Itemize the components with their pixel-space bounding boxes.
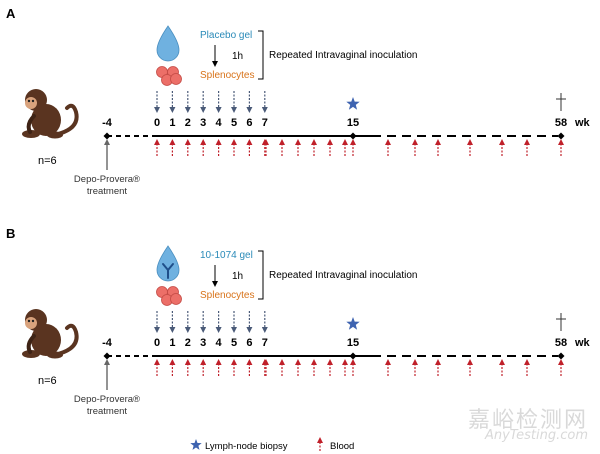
day-label: 3 — [200, 337, 206, 349]
cell — [170, 73, 182, 85]
day-label: 0 — [154, 337, 160, 349]
monkey-body — [31, 104, 61, 136]
biopsy-day-label: 15 — [347, 117, 359, 129]
cells-label: Splenocytes — [200, 290, 254, 301]
monkey-face — [25, 317, 37, 329]
day-label: 4 — [216, 337, 223, 349]
monkey-body — [31, 324, 61, 356]
monkey-arm — [26, 114, 36, 134]
endpoint-cross-icon — [556, 93, 566, 111]
monkey-foot — [22, 130, 40, 138]
panel-letter: A — [6, 6, 16, 21]
start-day-label: -4 — [102, 337, 113, 349]
timeline-marker — [557, 352, 565, 360]
lymph-node-biopsy-star — [346, 317, 360, 330]
end-day-label: 58 — [555, 117, 567, 129]
monkey-foot — [47, 131, 63, 139]
unit-label: wk — [574, 117, 591, 129]
pretreatment-label: treatment — [87, 406, 127, 417]
gel-drop-icon — [156, 25, 180, 62]
monkey-eye — [27, 99, 31, 103]
day-label: 4 — [216, 117, 223, 129]
day-label: 1 — [169, 337, 175, 349]
end-day-label: 58 — [555, 337, 567, 349]
day-label: 6 — [246, 337, 252, 349]
monkey-eye — [27, 319, 31, 323]
pretreatment-label: Depo-Provera® — [74, 174, 140, 185]
cells-label: Splenocytes — [200, 70, 254, 81]
start-day-label: -4 — [102, 117, 113, 129]
day-label: 0 — [154, 117, 160, 129]
monkey-face — [25, 97, 37, 109]
day-label: 5 — [231, 337, 237, 349]
timeline-marker — [349, 352, 357, 360]
interval-label: 1h — [232, 51, 243, 62]
endpoint-cross-icon — [556, 313, 566, 331]
cell — [170, 293, 182, 305]
panel-letter: B — [6, 226, 15, 241]
unit-label: wk — [574, 337, 591, 349]
antibody-icon — [162, 263, 174, 279]
day-label: 2 — [185, 337, 191, 349]
gel-label: Placebo gel — [200, 30, 252, 41]
timeline-marker — [557, 132, 565, 140]
watermark-brand: 嘉峪检测网 — [467, 408, 588, 433]
pretreatment-label: treatment — [87, 186, 127, 197]
splenocytes-icon — [156, 66, 182, 86]
monkey-icon — [22, 309, 79, 359]
interval-label: 1h — [232, 271, 243, 282]
monkey-tail — [56, 323, 79, 356]
splenocytes-icon — [156, 286, 182, 306]
day-label: 3 — [200, 117, 206, 129]
day-label: 5 — [231, 117, 237, 129]
timeline-marker — [103, 132, 111, 140]
watermark-url: AnyTesting.com — [484, 428, 588, 443]
monkey-tail — [56, 103, 79, 136]
biopsy-day-label: 15 — [347, 337, 359, 349]
day-label: 6 — [246, 117, 252, 129]
monkey-foot — [47, 351, 63, 359]
monkey-eye — [31, 319, 35, 323]
gel-drop-icon — [156, 245, 180, 282]
group-size-label: n=6 — [38, 155, 57, 167]
monkey-eye — [31, 99, 35, 103]
timeline-marker — [349, 132, 357, 140]
monkey-icon — [22, 89, 79, 139]
legend-biopsy-label: Lymph-node biopsy — [205, 441, 288, 452]
legend-star-icon — [190, 439, 202, 450]
day-label: 7 — [262, 117, 268, 129]
day-label: 7 — [262, 337, 268, 349]
monkey-foot — [22, 350, 40, 358]
regimen-label: Repeated Intravaginal inoculation — [269, 270, 417, 281]
legend-blood-label: Blood — [330, 441, 354, 452]
regimen-label: Repeated Intravaginal inoculation — [269, 50, 417, 61]
legend: Lymph-node biopsy Blood — [190, 437, 354, 452]
gel-label: 10-1074 gel — [200, 250, 253, 261]
monkey-arm — [26, 334, 36, 354]
day-label: 2 — [185, 117, 191, 129]
regimen-bracket — [258, 250, 264, 300]
group-size-label: n=6 — [38, 375, 57, 387]
timeline-marker — [103, 352, 111, 360]
lymph-node-biopsy-star — [346, 97, 360, 110]
regimen-bracket — [258, 30, 264, 80]
day-label: 1 — [169, 117, 175, 129]
pretreatment-label: Depo-Provera® — [74, 394, 140, 405]
